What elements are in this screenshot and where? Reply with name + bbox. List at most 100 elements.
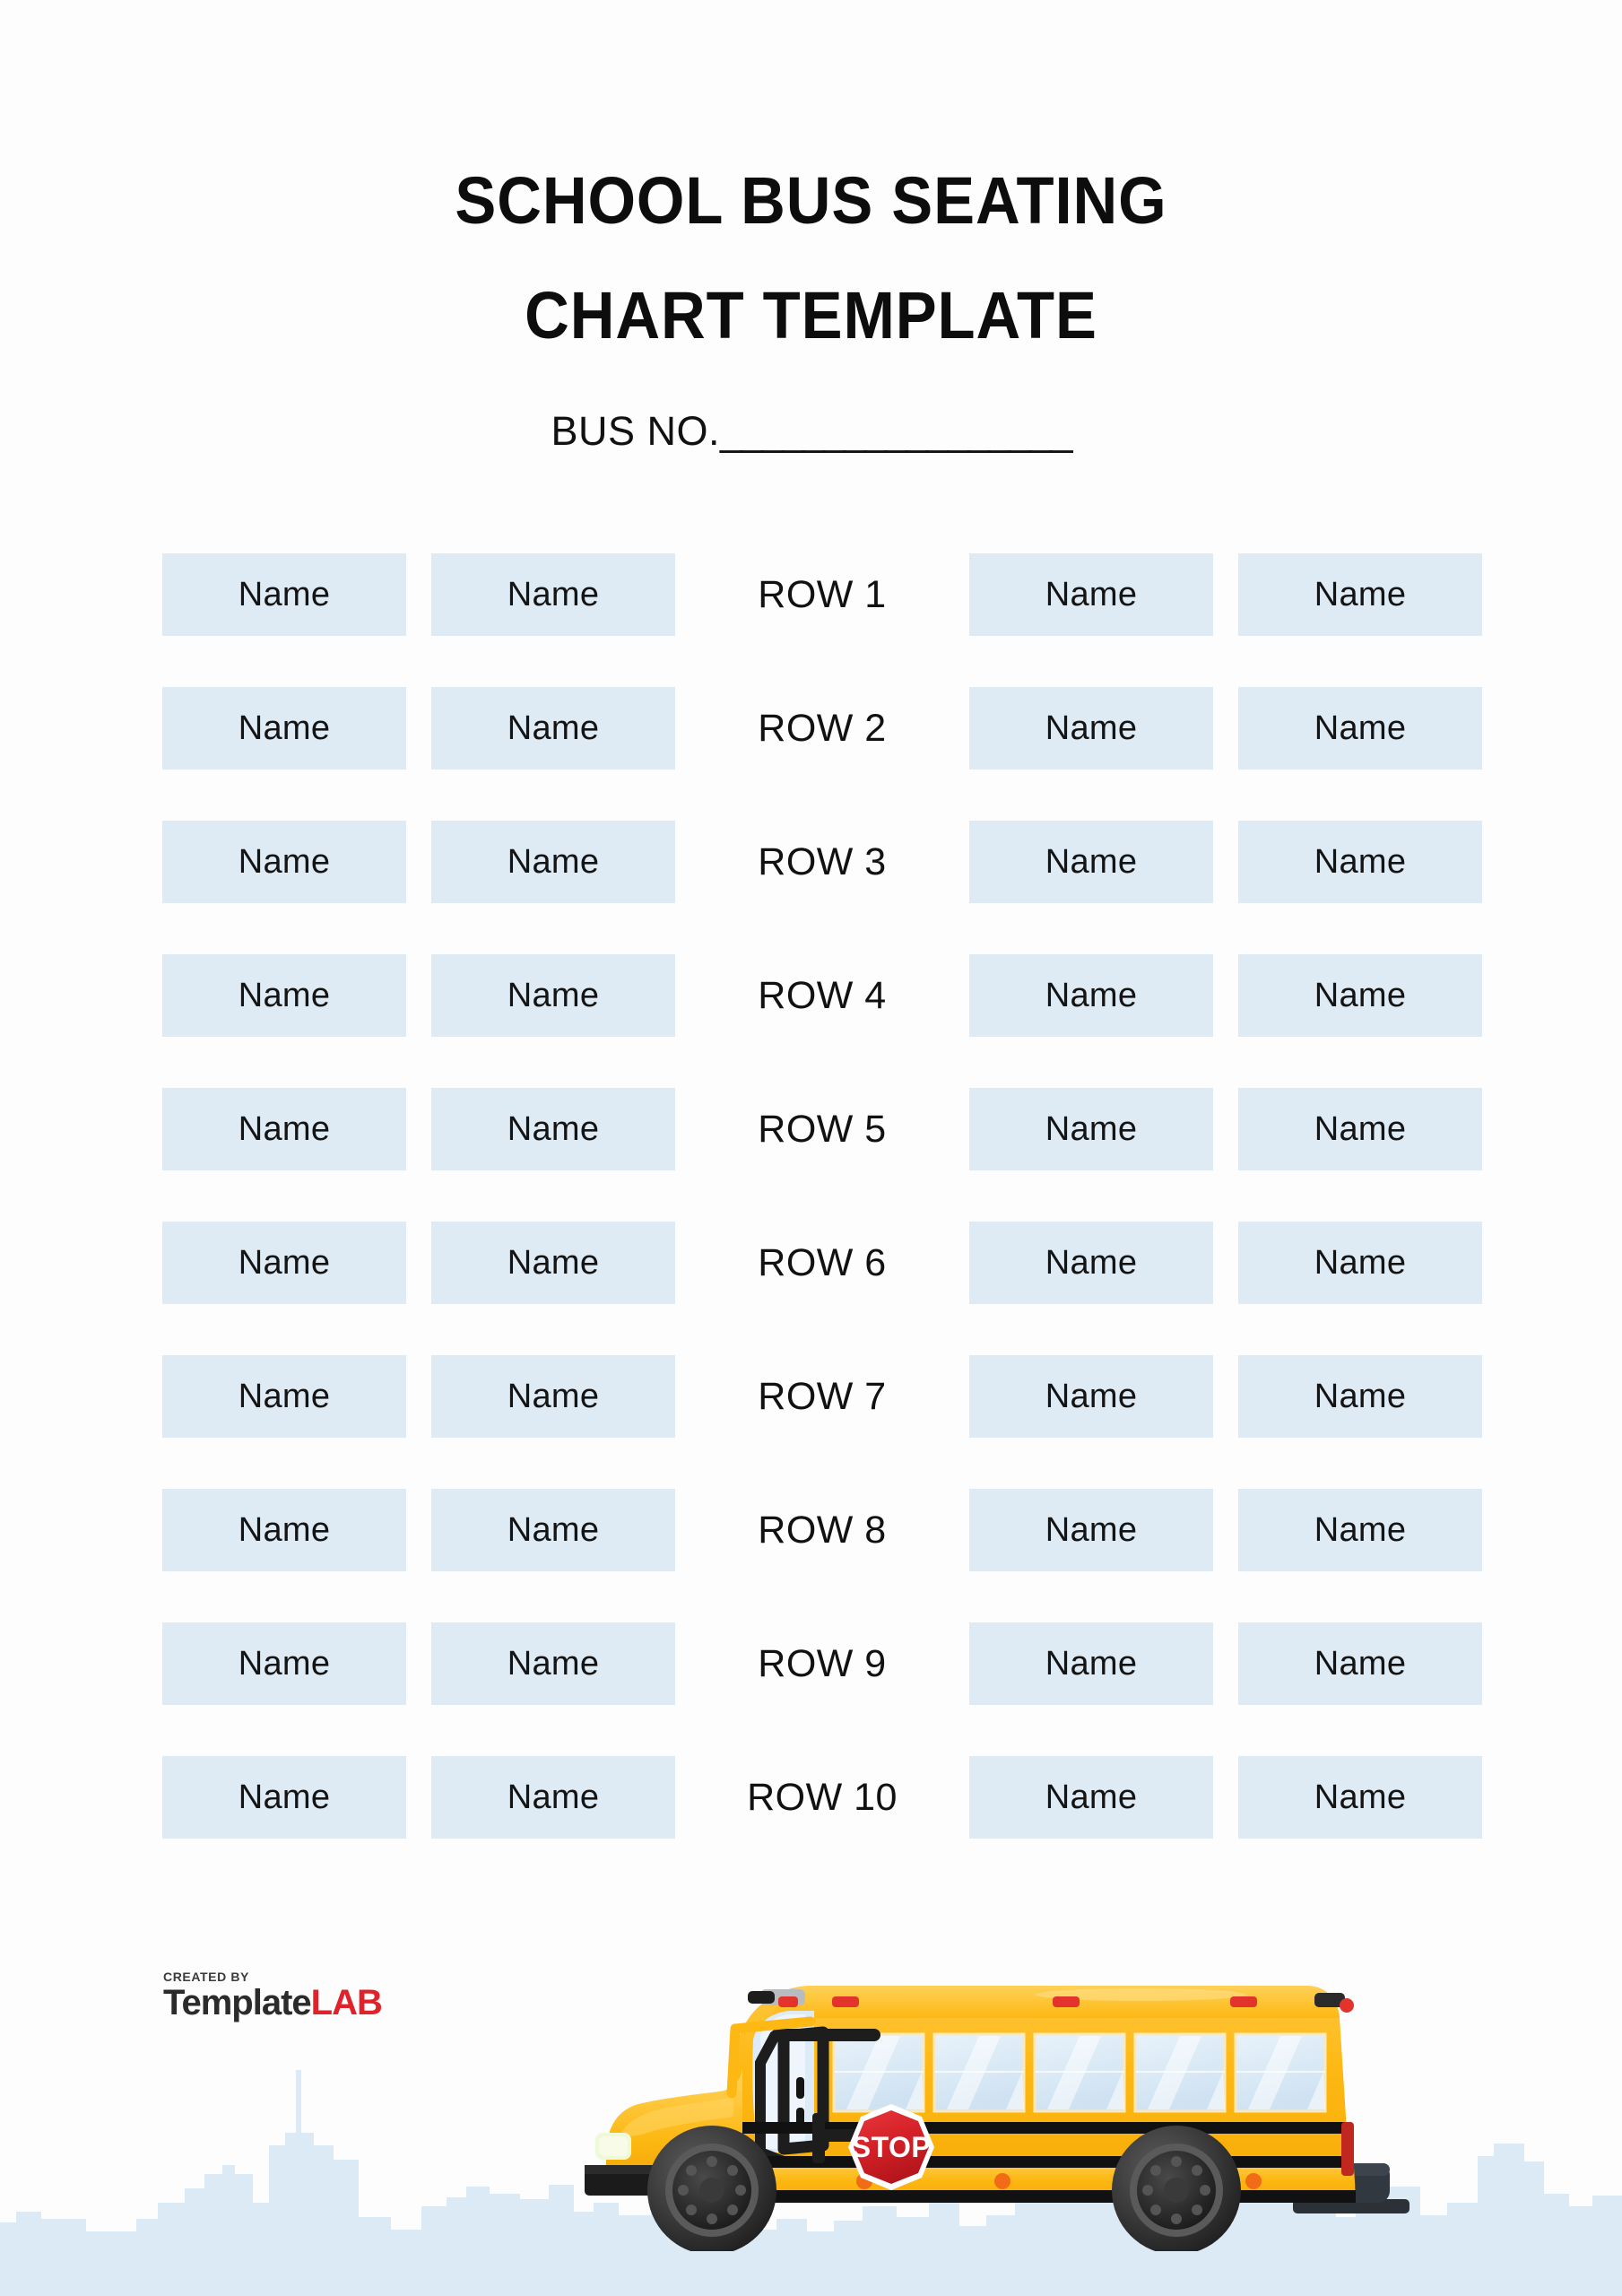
seat-cell-left-1[interactable]: Name	[162, 1222, 406, 1304]
seat-gap	[1213, 1088, 1238, 1170]
seat-cell-left-2[interactable]: Name	[431, 1088, 675, 1170]
seat-cell-right-1[interactable]: Name	[969, 1756, 1213, 1839]
seat-cell-right-1[interactable]: Name	[969, 553, 1213, 636]
seat-cell-right-2[interactable]: Name	[1238, 954, 1482, 1037]
logo-word-lab: LAB	[310, 1983, 383, 2022]
logo-word-template: Template	[163, 1983, 312, 2022]
seat-cell-left-1[interactable]: Name	[162, 1622, 406, 1705]
seat-cell-right-2[interactable]: Name	[1238, 1622, 1482, 1705]
seat-cell-right-2[interactable]: Name	[1238, 1756, 1482, 1839]
row-label: ROW 5	[758, 1107, 887, 1151]
seat-row: Name Name ROW 8 Name Name	[162, 1489, 1482, 1571]
row-label: ROW 7	[758, 1374, 887, 1418]
bus-number-field[interactable]: BUS NO._________________	[0, 408, 1622, 455]
seat-gap	[675, 1489, 700, 1571]
seat-gap	[1213, 687, 1238, 770]
seat-cell-right-2[interactable]: Name	[1238, 1088, 1482, 1170]
seat-cell-right-1[interactable]: Name	[969, 1489, 1213, 1571]
seat-cell-left-2[interactable]: Name	[431, 1489, 675, 1571]
seat-cell-left-2[interactable]: Name	[431, 1622, 675, 1705]
seat-cell-right-1[interactable]: Name	[969, 1355, 1213, 1438]
seat-cell-right-2[interactable]: Name	[1238, 1355, 1482, 1438]
seat-cell-left-2[interactable]: Name	[431, 553, 675, 636]
seat-gap	[406, 687, 431, 770]
seat-gap	[675, 954, 700, 1037]
seat-gap	[1213, 1622, 1238, 1705]
title-line-2: CHART TEMPLATE	[525, 278, 1097, 352]
seat-gap	[406, 1222, 431, 1304]
bus-number-blank[interactable]: _________________	[720, 408, 1072, 454]
row-label: ROW 2	[758, 706, 887, 750]
seat-gap	[675, 553, 700, 636]
seat-gap	[944, 821, 969, 903]
row-label: ROW 8	[758, 1508, 887, 1552]
seat-cell-left-2[interactable]: Name	[431, 821, 675, 903]
page-title: SCHOOL BUS SEATING CHART TEMPLATE	[0, 144, 1622, 373]
seat-cell-left-2[interactable]: Name	[431, 687, 675, 770]
seat-gap	[406, 1088, 431, 1170]
seat-cell-right-1[interactable]: Name	[969, 954, 1213, 1037]
title-line-1: SCHOOL BUS SEATING	[455, 163, 1167, 238]
seat-cell-right-2[interactable]: Name	[1238, 1489, 1482, 1571]
seat-cell-left-2[interactable]: Name	[431, 954, 675, 1037]
seat-cell-right-1[interactable]: Name	[969, 821, 1213, 903]
logo-wordmark: TemplateLAB	[163, 1984, 432, 2022]
seat-row: Name Name ROW 1 Name Name	[162, 553, 1482, 636]
seat-gap	[944, 1222, 969, 1304]
seat-cell-right-1[interactable]: Name	[969, 1222, 1213, 1304]
seat-gap	[944, 1489, 969, 1571]
seat-gap	[1213, 954, 1238, 1037]
ground-band	[0, 2231, 1622, 2296]
seat-gap	[1213, 1489, 1238, 1571]
seat-gap	[944, 954, 969, 1037]
seat-cell-left-1[interactable]: Name	[162, 821, 406, 903]
seat-cell-left-1[interactable]: Name	[162, 687, 406, 770]
seat-row: Name Name ROW 5 Name Name	[162, 1088, 1482, 1170]
seat-row: Name Name ROW 2 Name Name	[162, 687, 1482, 770]
seat-cell-right-1[interactable]: Name	[969, 687, 1213, 770]
seat-row: Name Name ROW 4 Name Name	[162, 954, 1482, 1037]
templatelab-logo: CREATED BY TemplateLAB	[163, 1970, 432, 2022]
seat-cell-right-2[interactable]: Name	[1238, 553, 1482, 636]
logo-created-by-text: CREATED BY	[163, 1970, 249, 1984]
stop-sign-icon: STOP	[812, 2104, 934, 2190]
stop-sign-text: STOP	[852, 2131, 932, 2163]
row-label: ROW 4	[758, 973, 887, 1017]
bottom-illustration: STOP	[0, 1919, 1622, 2296]
rear-wheel	[1112, 2126, 1241, 2251]
seat-gap	[944, 1622, 969, 1705]
seat-gap	[675, 1088, 700, 1170]
seat-gap	[944, 553, 969, 636]
seat-cell-left-1[interactable]: Name	[162, 1489, 406, 1571]
row-label: ROW 9	[758, 1641, 887, 1685]
seat-gap	[1213, 553, 1238, 636]
seat-gap	[1213, 1355, 1238, 1438]
seat-row: Name Name ROW 3 Name Name	[162, 821, 1482, 903]
seat-cell-right-2[interactable]: Name	[1238, 821, 1482, 903]
seat-cell-right-2[interactable]: Name	[1238, 687, 1482, 770]
seat-cell-left-1[interactable]: Name	[162, 954, 406, 1037]
seat-gap	[675, 687, 700, 770]
seat-cell-left-1[interactable]: Name	[162, 1088, 406, 1170]
seat-gap	[406, 553, 431, 636]
seat-cell-left-2[interactable]: Name	[431, 1222, 675, 1304]
row-label: ROW 3	[758, 839, 887, 883]
seat-gap	[944, 687, 969, 770]
seat-gap	[406, 1355, 431, 1438]
seat-cell-left-2[interactable]: Name	[431, 1756, 675, 1839]
seat-cell-left-2[interactable]: Name	[431, 1355, 675, 1438]
row-label: ROW 1	[758, 572, 887, 616]
seat-gap	[675, 1355, 700, 1438]
seat-cell-right-2[interactable]: Name	[1238, 1222, 1482, 1304]
seat-gap	[406, 821, 431, 903]
seat-cell-right-1[interactable]: Name	[969, 1088, 1213, 1170]
seat-gap	[675, 821, 700, 903]
seat-cell-right-1[interactable]: Name	[969, 1622, 1213, 1705]
seat-gap	[675, 1222, 700, 1304]
seat-cell-left-1[interactable]: Name	[162, 1756, 406, 1839]
seat-cell-left-1[interactable]: Name	[162, 1355, 406, 1438]
seat-cell-left-1[interactable]: Name	[162, 553, 406, 636]
